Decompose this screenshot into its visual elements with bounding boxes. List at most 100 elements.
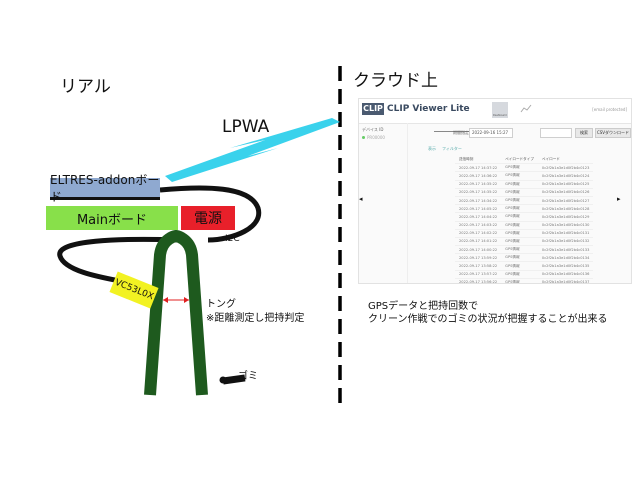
cloud-note-line1: GPSデータと把持回数で [368,301,479,312]
table-cell: 0c2f2b1a3e1d0f2b4c0135 [537,261,594,271]
device-id-label: デバイス ID [362,127,384,132]
table-cell: 2022-09-17 14:01:22 [455,236,502,246]
table-cell: GPS情報 [501,179,538,189]
cloud-side-label: クラウド上 [353,71,438,91]
main-board-label: Mainボード [76,212,148,228]
table-cell: 0c2f2b1a3e1d0f2b4c0132 [537,236,594,246]
prev-arrow-icon[interactable]: ◂ [359,195,363,203]
chart-icon [520,104,532,113]
col-header: ペイロード [541,157,560,162]
i2c-label: I2C [225,234,240,244]
table-cell: 0c2f2b1a3e1d0f2b4c0133 [537,245,594,254]
search-button[interactable]: 検索 [575,128,593,138]
arrow-right-head-icon [184,297,189,303]
tong-note: ※距離測定し把持判定 [206,313,305,324]
table-cell: 2022-09-17 13:57:22 [455,269,502,279]
table-cell: 2022-09-17 14:04:22 [455,212,502,221]
app-title: CLIP Viewer Lite [387,104,470,114]
tong [144,229,208,396]
tab-filter[interactable]: フィルター [442,146,462,151]
trash-icon [219,374,246,385]
device-select-underline[interactable] [434,131,474,132]
lpwa-label: LPWA [222,117,270,137]
table-cell: 2022-09-17 14:00:22 [455,245,502,254]
col-header: 送信時刻 [459,157,474,162]
table-cell: 2022-09-17 14:36:22 [455,171,502,181]
table-cell: GPS情報 [501,220,538,230]
table-cell: 0c2f2b1a3e1d0f2b4c0125 [537,179,594,189]
table-cell: 2022-09-17 14:02:22 [455,228,502,238]
cable-i2c [57,236,181,285]
table-cell: 2022-09-17 14:35:22 [455,187,502,197]
table-cell: GPS情報 [501,236,538,246]
device-status-icon [362,136,365,139]
nav-chart-icon[interactable] [519,102,533,118]
table-cell: GPS情報 [501,277,538,283]
eltres-addon-board: ELTRES-addonボード [50,173,160,204]
main-board: Mainボード [46,206,178,230]
table-cell: 2022-09-17 13:58:22 [455,261,502,271]
table-cell: GPS情報 [501,212,538,221]
date-to-input[interactable] [540,128,572,138]
eltres-board-label: ELTRES-addonボード [50,172,160,204]
table-cell: 0c2f2b1a3e1d0f2b4c0126 [537,187,594,197]
lpwa-lightning-icon [165,118,340,182]
table-cell: 2022-09-17 14:34:22 [455,195,502,205]
table-cell: GPS情報 [501,195,538,205]
table-cell: GPS情報 [501,171,538,181]
device-id-value[interactable]: PR00000 [362,135,385,140]
cloud-note-line2: クリーン作戦でのゴミの状況が把握することが出来る [368,314,608,325]
col-header: ペイロードタイプ [505,157,534,162]
next-arrow-icon[interactable]: ▸ [617,195,621,203]
table-cell: GPS情報 [501,261,538,271]
arrow-left-head-icon [163,297,168,303]
table-cell: GPS情報 [501,204,538,213]
app-logo: CLIP [362,103,384,115]
table-cell: 0c2f2b1a3e1d0f2b4c0128 [537,204,594,213]
table-cell: 0c2f2b1a3e1d0f2b4c0127 [537,195,594,205]
table-cell: 2022-09-17 14:35:22 [455,179,502,189]
table-header-row: 送信時刻 ペイロードタイプ ペイロード [455,156,593,164]
tab-display[interactable]: 表示 [428,146,436,151]
app-header: CLIP CLIP Viewer Lite Dashboard [email p… [359,99,631,124]
date-from-input[interactable]: 2022-09-16 15:27 [469,128,513,138]
table-cell: 0c2f2b1a3e1d0f2b4c0123 [537,163,594,172]
clip-viewer-screenshot: CLIP CLIP Viewer Lite Dashboard [email p… [358,98,632,284]
csv-download-button[interactable]: CSVダウンロード [595,128,631,138]
power-supply: 電源 [181,206,235,230]
nav-tab-dashboard[interactable]: Dashboard [492,102,508,118]
table-cell: 0c2f2b1a3e1d0f2b4c0136 [537,269,594,279]
app-sidebar: デバイス ID PR00000 [359,123,408,283]
table-cell: GPS情報 [501,245,538,254]
table-cell: 0c2f2b1a3e1d0f2b4c0131 [537,228,594,238]
table-cell: 0c2f2b1a3e1d0f2b4c0130 [537,220,594,230]
table-cell: 2022-09-17 14:05:22 [455,204,502,213]
table-cell: GPS情報 [501,269,538,279]
table-cell: GPS情報 [501,187,538,197]
table-cell: 2022-09-17 13:59:22 [455,253,502,262]
cable-eltres-to-tong [159,185,262,243]
table-cell: 2022-09-17 13:56:22 [455,277,502,283]
power-label: 電源 [194,211,222,227]
filter-label: 期間指定 [453,130,469,135]
table-cell: 0c2f2b1a3e1d0f2b4c0137 [537,277,594,283]
table-cell: GPS情報 [501,253,538,262]
user-email[interactable]: [email protected] [592,107,627,112]
